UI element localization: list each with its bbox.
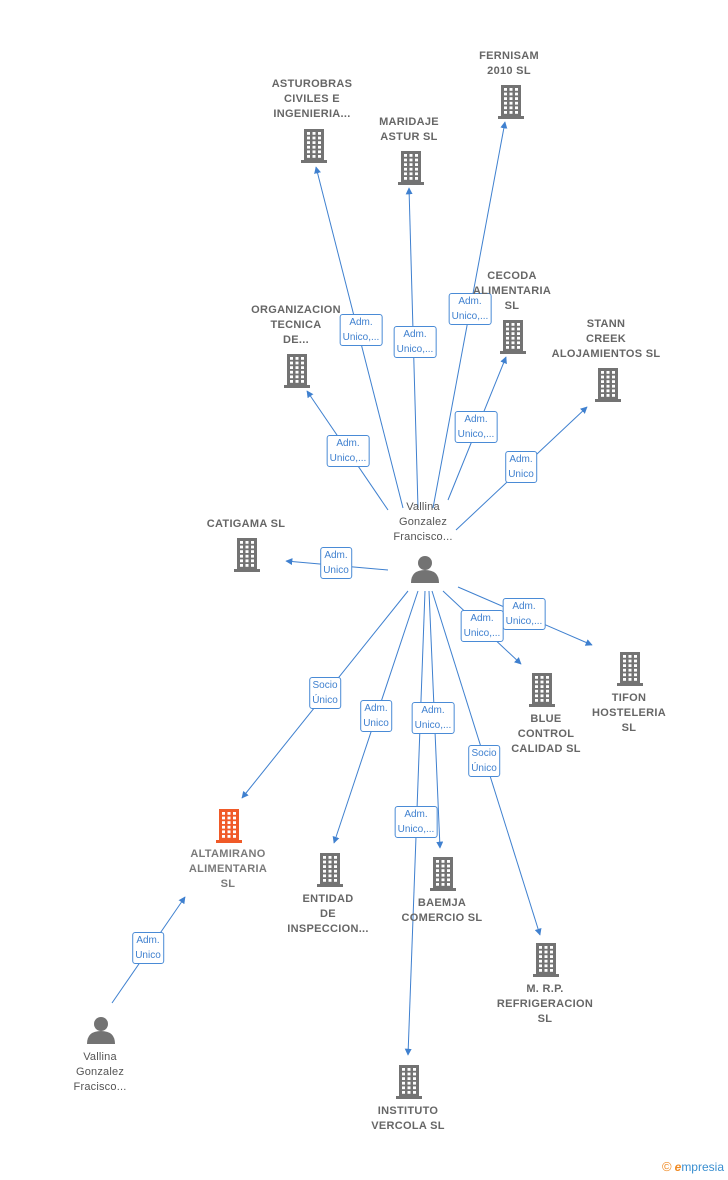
building-icon-stann[interactable]: [595, 368, 621, 402]
edge-label-blue[interactable]: Adm. Unico,...: [460, 610, 504, 642]
building-icon-organizacion[interactable]: [284, 354, 310, 388]
node-label-entidad: ENTIDAD DE INSPECCION...: [287, 893, 369, 935]
building-icon-tifon[interactable]: [617, 652, 643, 686]
person-icon-vallina_francisco[interactable]: [411, 556, 439, 583]
edge-label-baemja[interactable]: Adm. Unico,...: [411, 702, 455, 734]
edge-label-mrp[interactable]: Socio Único: [468, 745, 500, 777]
building-icon-asturobras[interactable]: [301, 129, 327, 163]
node-label-asturobras: ASTUROBRAS CIVILES E INGENIERIA...: [271, 78, 353, 120]
node-label-fernisam: FERNISAM 2010 SL: [479, 50, 539, 77]
node-label-blue: BLUE CONTROL CALIDAD SL: [511, 713, 581, 755]
node-label-tifon: TIFON HOSTELERIA SL: [592, 692, 666, 734]
edge-label-stann[interactable]: Adm. Unico: [505, 451, 537, 483]
node-label-cecoda: CECODA ALIMENTARIA SL: [472, 270, 552, 312]
node-label-altamirano: ALTAMIRANO ALIMENTARIA SL: [188, 848, 268, 890]
edge-label-fernisam[interactable]: Adm. Unico,...: [448, 293, 492, 325]
edge-label-altamirano[interactable]: Adm. Unico: [132, 932, 164, 964]
brand-name: mpresia: [681, 1160, 724, 1174]
building-icon-entidad[interactable]: [317, 853, 343, 887]
building-icon-cecoda[interactable]: [500, 320, 526, 354]
edge-label-tifon[interactable]: Adm. Unico,...: [502, 598, 546, 630]
building-icon-mrp[interactable]: [533, 943, 559, 977]
edge-label-entidad[interactable]: Adm. Unico: [360, 700, 392, 732]
node-label-baemja: BAEMJA COMERCIO SL: [401, 897, 483, 924]
building-icon-catigama[interactable]: [234, 538, 260, 572]
building-icon-altamirano[interactable]: [216, 809, 242, 843]
brand-e: e: [674, 1160, 682, 1174]
edge-label-organizacion[interactable]: Adm. Unico,...: [326, 435, 370, 467]
edge-label-maridaje[interactable]: Adm. Unico,...: [393, 326, 437, 358]
edge-label-catigama[interactable]: Adm. Unico: [320, 547, 352, 579]
node-label-mrp: M. R.P. REFRIGERACION SL: [496, 983, 594, 1025]
node-label-vallina_francisco: Vallina Gonzalez Francisco...: [393, 501, 453, 543]
copyright-icon: ©: [662, 1159, 672, 1174]
building-icon-instituto[interactable]: [396, 1065, 422, 1099]
edge-label-altamirano[interactable]: Socio Único: [309, 677, 341, 709]
person-icon-vallina_fracisco[interactable]: [87, 1017, 115, 1044]
node-label-stann: STANN CREEK ALOJAMIENTOS SL: [551, 318, 661, 360]
brand-watermark: ©empresia: [662, 1159, 724, 1174]
node-label-vallina_fracisco: Vallina Gonzalez Fracisco...: [73, 1051, 127, 1093]
node-label-instituto: INSTITUTO VERCOLA SL: [371, 1105, 445, 1132]
building-icon-fernisam[interactable]: [498, 85, 524, 119]
node-label-catigama: CATIGAMA SL: [206, 518, 286, 530]
node-label-maridaje: MARIDAJE ASTUR SL: [379, 116, 439, 143]
node-label-organizacion: ORGANIZACION TECNICA DE...: [251, 304, 341, 346]
edge-label-instituto[interactable]: Adm. Unico,...: [394, 806, 438, 838]
building-icon-baemja[interactable]: [430, 857, 456, 891]
edge-label-asturobras[interactable]: Adm. Unico,...: [339, 314, 383, 346]
building-icon-maridaje[interactable]: [398, 151, 424, 185]
building-icon-blue[interactable]: [529, 673, 555, 707]
edge-label-cecoda[interactable]: Adm. Unico,...: [454, 411, 498, 443]
